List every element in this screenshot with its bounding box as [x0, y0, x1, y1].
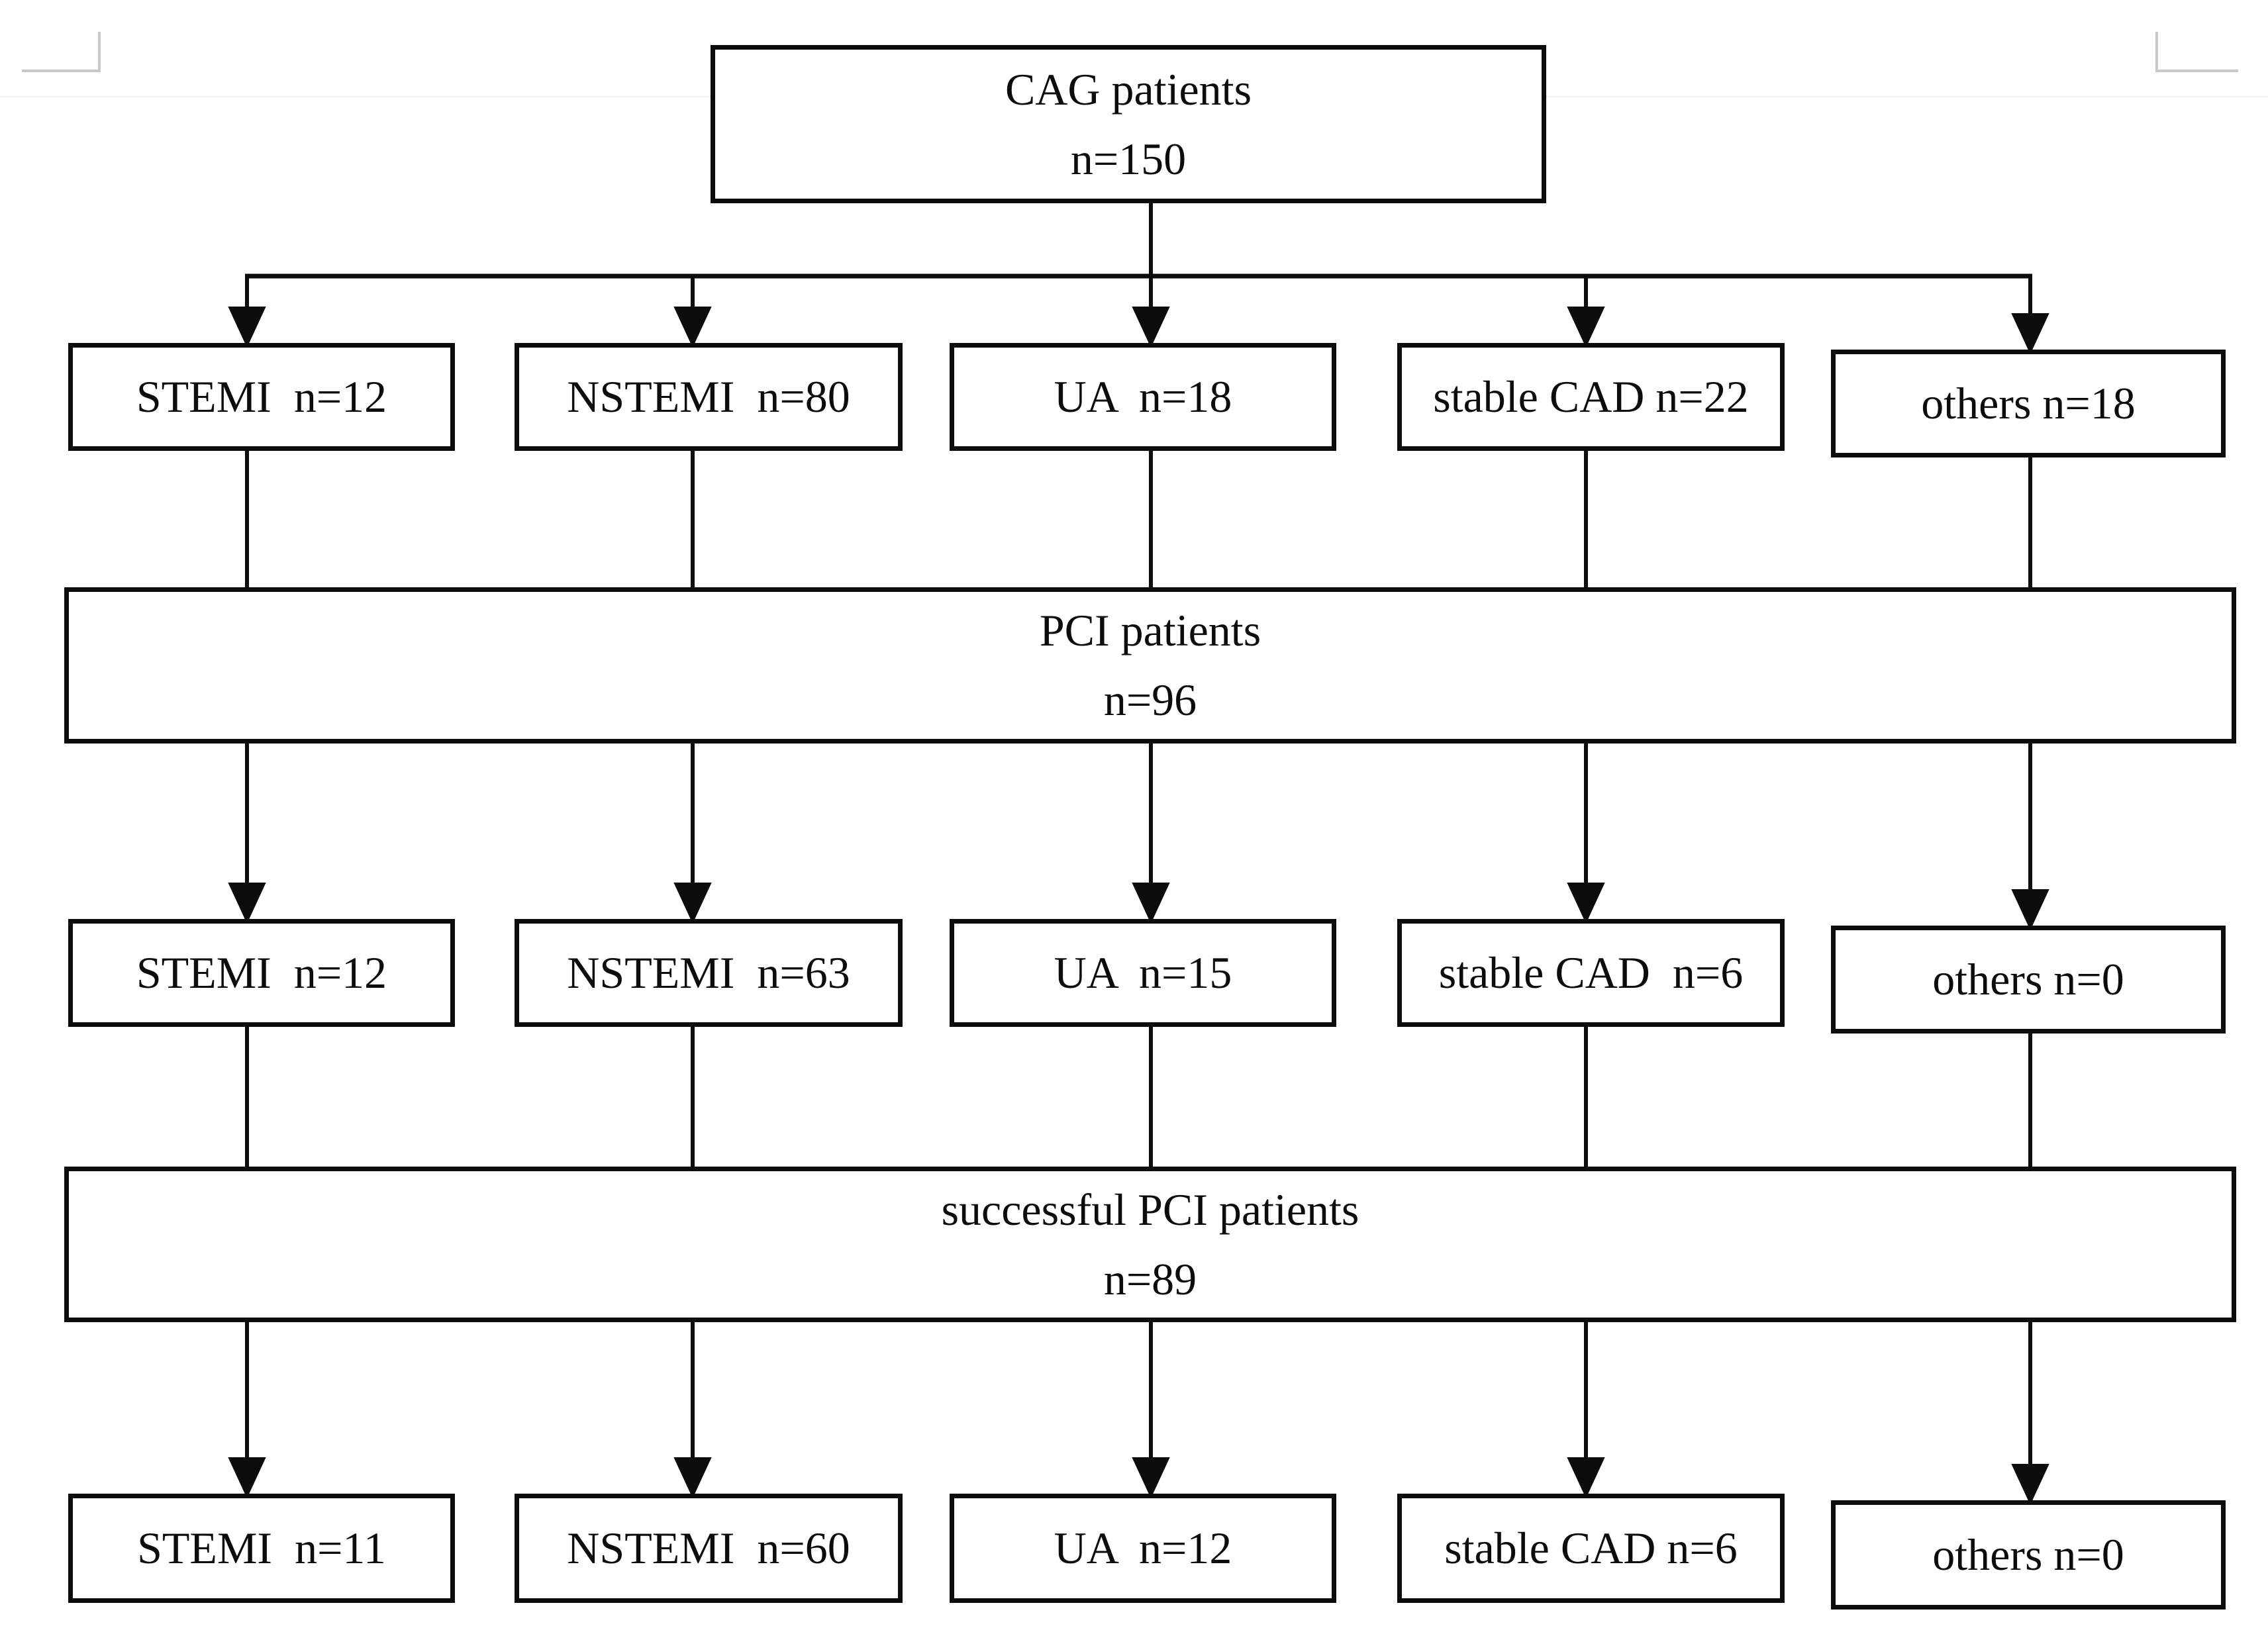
arrow-successful-to-others — [2011, 1320, 2049, 1506]
arrow-pci-to-ua — [1132, 742, 1170, 924]
node-pci-stable-cad: stable CAD n=6 — [1397, 919, 1785, 1027]
node-pci-others: others n=0 — [1831, 926, 2226, 1034]
connector-row2-to-pci — [245, 449, 2032, 591]
connector-row4-to-successful-pci — [245, 1025, 2032, 1169]
node-pci-line1: PCI patients — [1039, 605, 1261, 656]
node-successful-stable-cad: stable CAD n=6 — [1397, 1494, 1785, 1603]
arrow-successful-to-ua — [1132, 1320, 1170, 1499]
arrow-pci-to-nstemi — [673, 742, 712, 924]
arrow-pci-to-stable-cad — [1567, 742, 1605, 924]
node-pci-count: n=96 — [1103, 675, 1197, 725]
arrow-successful-to-nstemi — [673, 1320, 712, 1499]
node-cag-count: n=150 — [1070, 133, 1187, 184]
node-cag-stemi: STEMI n=12 — [68, 343, 455, 451]
node-pci-stemi: STEMI n=12 — [68, 919, 455, 1027]
node-pci-patients: PCI patients n=96 — [64, 587, 2236, 744]
node-successful-pci-line1: successful PCI patients — [941, 1184, 1359, 1235]
crop-mark-top-right — [2155, 32, 2238, 72]
node-pci-ua: UA n=15 — [950, 919, 1336, 1027]
arrow-cag-to-others — [2011, 274, 2049, 355]
connector-cag-stem — [245, 202, 2032, 279]
arrow-cag-to-ua — [1132, 274, 1170, 348]
arrow-cag-to-stemi — [228, 274, 266, 348]
arrow-cag-to-nstemi — [673, 274, 712, 348]
node-successful-pci-count: n=89 — [1103, 1253, 1197, 1304]
node-cag-ua: UA n=18 — [950, 343, 1336, 451]
node-successful-others: others n=0 — [1831, 1500, 2226, 1610]
crop-mark-top-left — [22, 32, 101, 72]
arrow-pci-to-stemi — [228, 742, 266, 924]
node-cag-nstemi: NSTEMI n=80 — [515, 343, 903, 451]
node-pci-nstemi: NSTEMI n=63 — [515, 919, 903, 1027]
node-successful-stemi: STEMI n=11 — [68, 1494, 455, 1603]
arrow-cag-to-stable-cad — [1567, 274, 1605, 348]
node-successful-nstemi: NSTEMI n=60 — [515, 1494, 903, 1603]
node-cag-stable-cad: stable CAD n=22 — [1397, 343, 1785, 451]
arrow-successful-to-stable-cad — [1567, 1320, 1605, 1499]
arrow-successful-to-stemi — [228, 1320, 266, 1499]
arrow-pci-to-others — [2011, 742, 2049, 931]
node-cag-line1: CAG patients — [1005, 64, 1252, 115]
node-successful-pci-patients: successful PCI patients n=89 — [64, 1167, 2236, 1322]
node-cag-others: others n=18 — [1831, 350, 2226, 457]
node-cag-patients: CAG patients n=150 — [711, 45, 1546, 203]
node-successful-ua: UA n=12 — [950, 1494, 1336, 1603]
